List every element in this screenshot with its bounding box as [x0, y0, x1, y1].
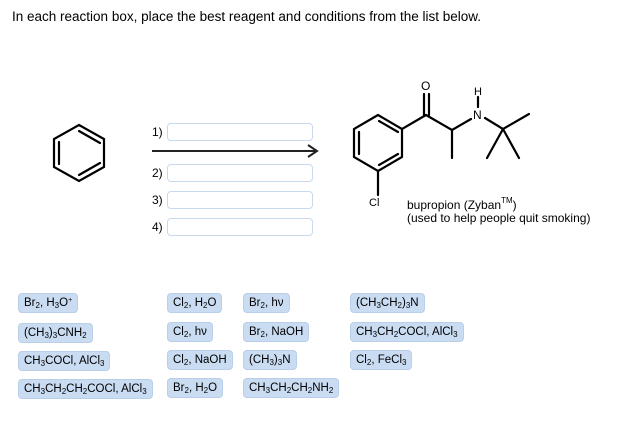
reagent-chip-cl2-fecl3[interactable]: Cl2, FeCl3: [350, 350, 413, 370]
instruction-text: In each reaction box, place the best rea…: [12, 9, 482, 24]
bond: [485, 127, 505, 160]
benzene-double-bond: [77, 129, 102, 145]
product-caption: bupropion (ZybanTM) (used to help people…: [407, 196, 591, 225]
nitrogen-label: N: [473, 108, 482, 122]
reagent-chip-cl2-naoh[interactable]: Cl2, NaOH: [167, 350, 233, 370]
hydrogen-label: H: [474, 86, 482, 98]
step-4-dropbox[interactable]: [167, 218, 313, 236]
reagent-chip-propanoyl-chloride-alcl3[interactable]: CH3CH2COCl, AlCl3: [350, 322, 464, 342]
bond: [400, 113, 428, 131]
oxygen-label: O: [421, 79, 430, 93]
bond: [483, 116, 505, 131]
reagent-chip-br2-naoh[interactable]: Br2, NaOH: [243, 322, 310, 342]
aryl-double-bond: [377, 152, 400, 167]
bond: [501, 112, 531, 131]
step-1-label: 1): [152, 125, 163, 139]
reaction-arrow: [152, 144, 319, 158]
reagent-chip-br2-h3o[interactable]: Br2, H3O+: [18, 293, 79, 313]
step-2-label: 2): [152, 166, 163, 180]
product-note: (used to help people quit smoking): [407, 211, 591, 225]
bond: [501, 127, 521, 160]
product-name: bupropion (ZybanTM): [407, 196, 517, 212]
benzene-double-bond: [77, 161, 102, 177]
reagent-chip-triethylamine[interactable]: (CH3CH2)3N: [350, 293, 425, 313]
reagent-chip-acetyl-chloride-alcl3[interactable]: CH3COCl, AlCl3: [18, 351, 111, 371]
reagent-chip-propylamine[interactable]: CH3CH2CH2NH2: [243, 378, 340, 398]
reagent-chip-butanoyl-chloride-alcl3[interactable]: CH3CH2CH2COCl, AlCl3: [18, 379, 153, 399]
bond: [424, 113, 454, 132]
reagent-chip-trimethylamine[interactable]: (CH3)3N: [243, 350, 297, 370]
reagent-chip-cl2-hv[interactable]: Cl2, hν: [167, 322, 213, 342]
reagent-chip-tbutylamine[interactable]: (CH3)3CNH2: [18, 323, 93, 343]
bond: [450, 117, 473, 132]
step-1-dropbox[interactable]: [167, 123, 313, 141]
step-3-dropbox[interactable]: [167, 191, 313, 209]
step-2-dropbox[interactable]: [167, 164, 313, 182]
chlorine-label: Cl: [369, 197, 380, 209]
reagent-chip-br2-hv[interactable]: Br2, hν: [243, 293, 290, 313]
benzene-structure: [52, 123, 106, 183]
reagent-chip-cl2-h2o[interactable]: Cl2, H2O: [167, 293, 223, 313]
aryl-double-bond: [377, 119, 400, 134]
benzene-ring: [52, 123, 106, 183]
aryl-ring: [352, 113, 404, 173]
bupropion-structure: [352, 92, 531, 197]
step-3-label: 3): [152, 193, 163, 207]
reagent-chip-br2-h2o[interactable]: Br2, H2O: [167, 378, 224, 398]
step-4-label: 4): [152, 220, 163, 234]
